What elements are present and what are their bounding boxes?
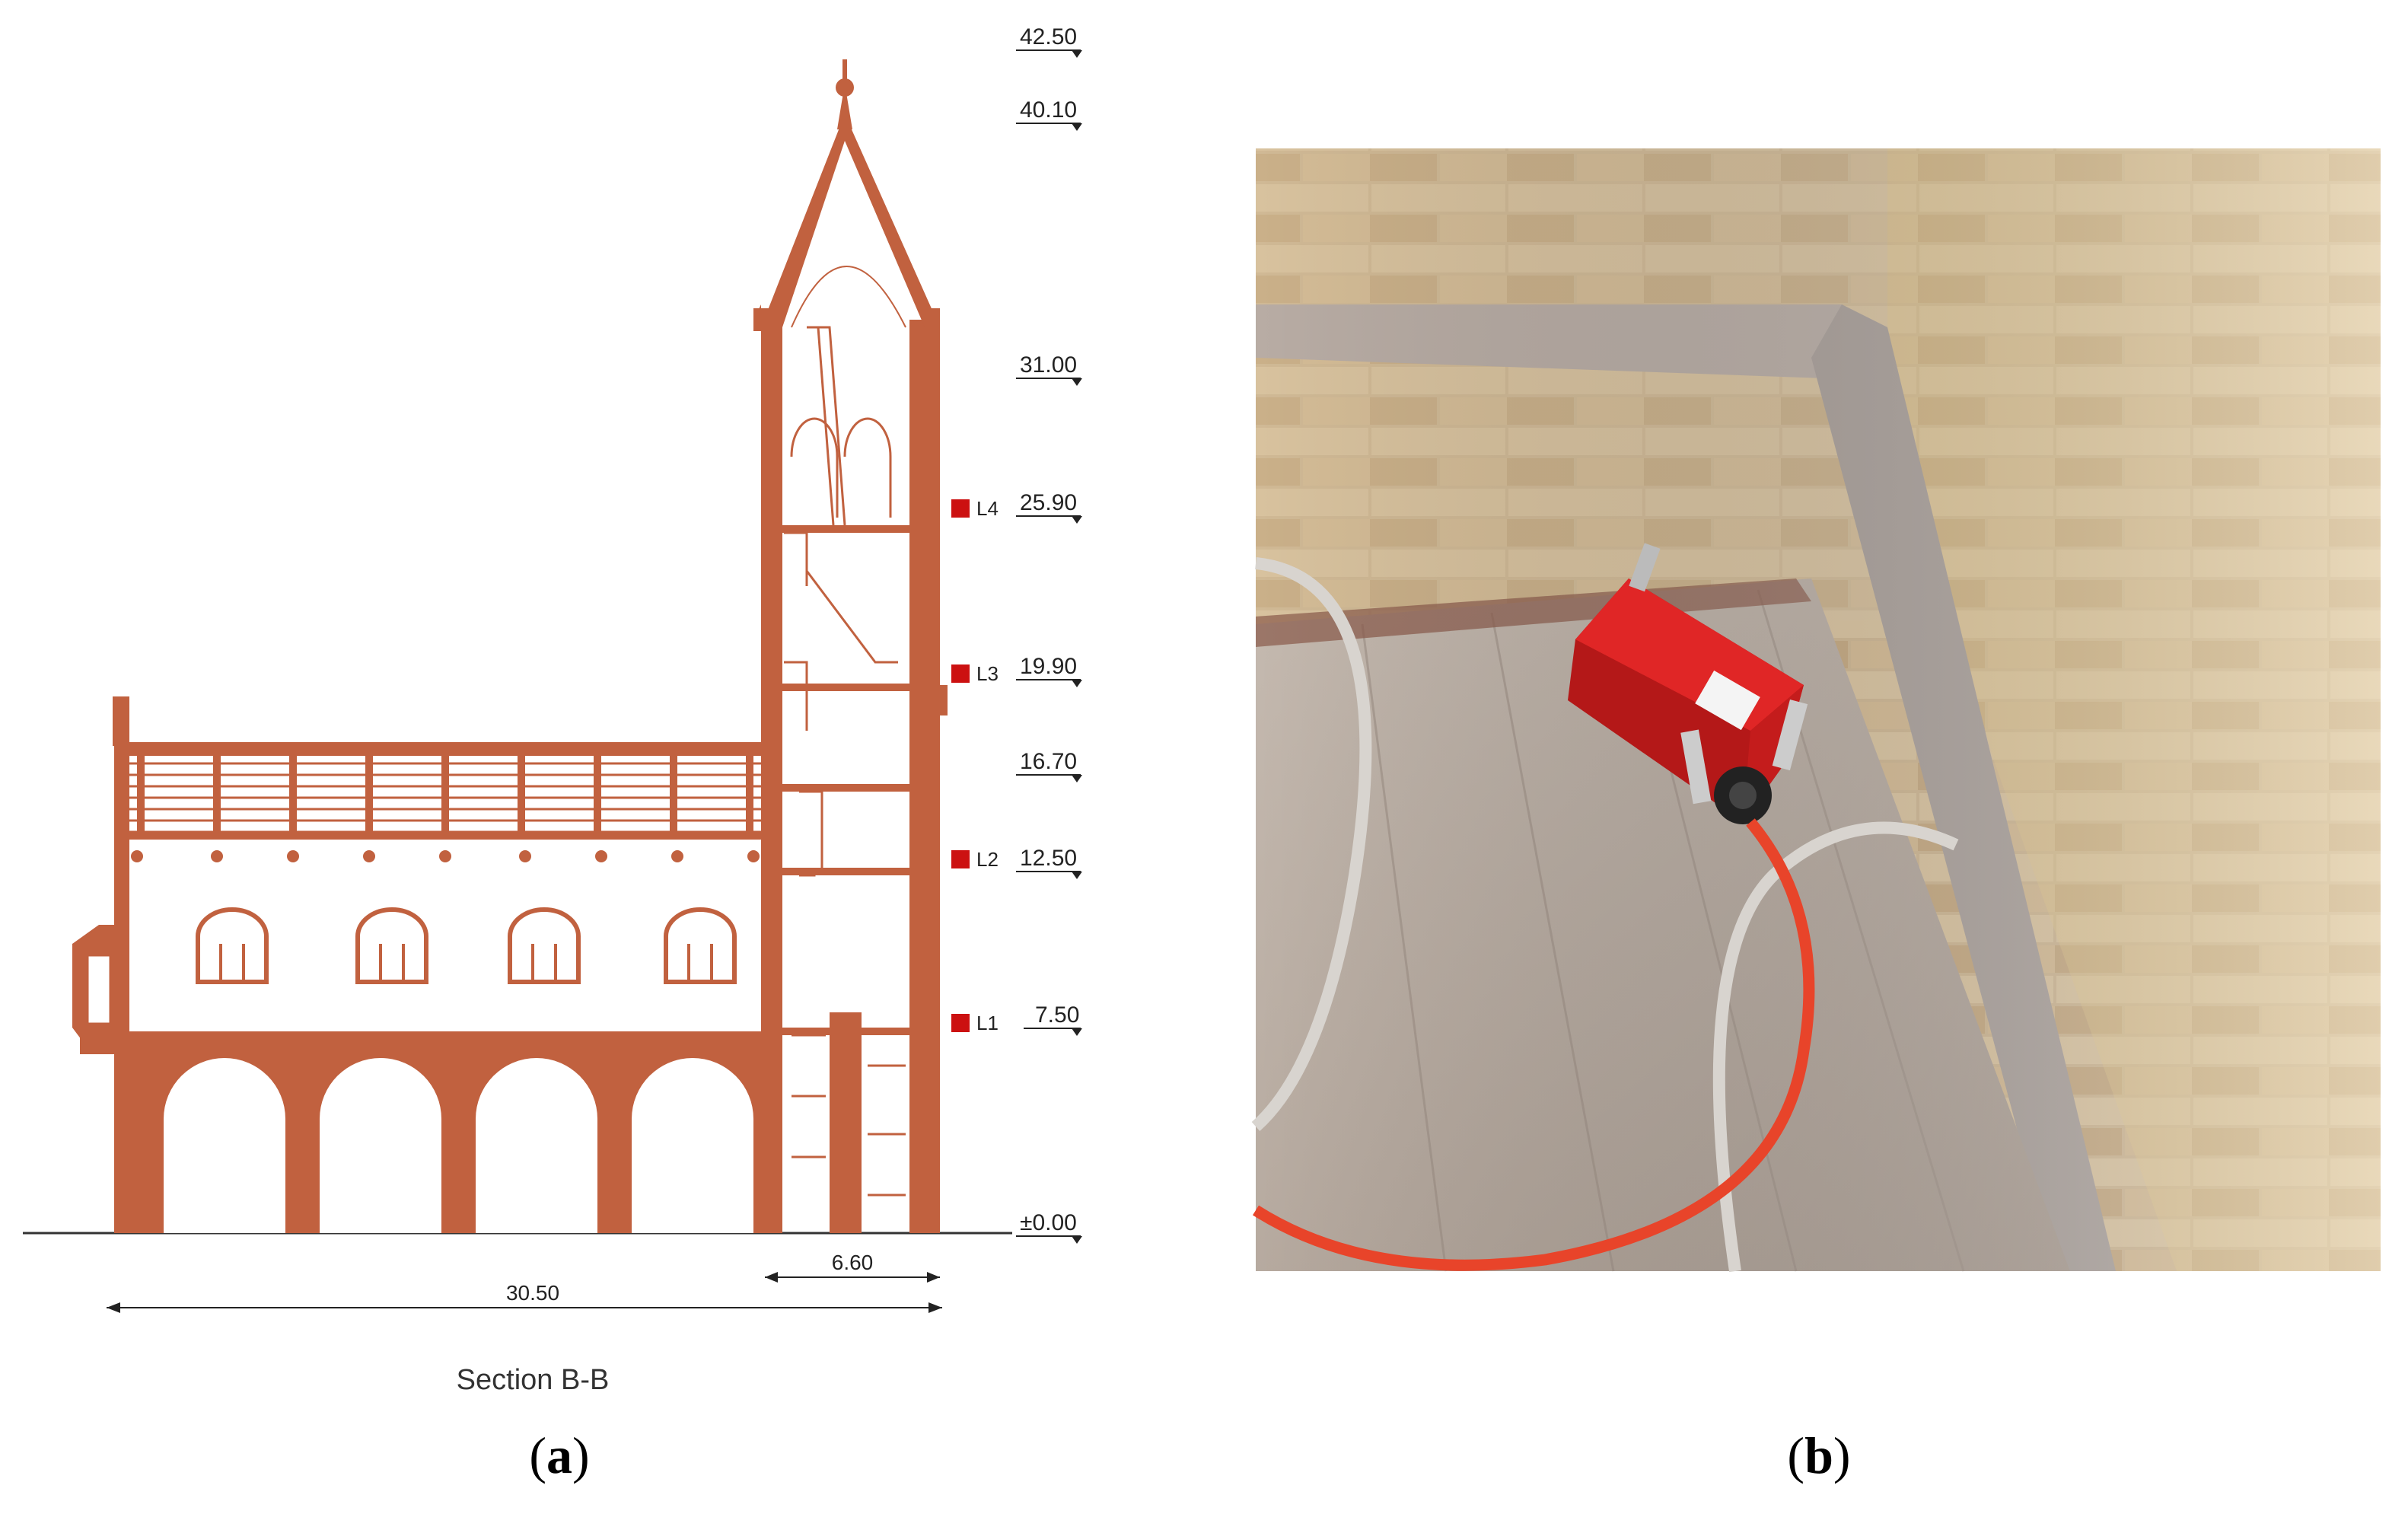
arcade-masonry [80,1031,780,1233]
elevation-mark: 16.70 [1016,749,1082,782]
sensor-level-markers: L4 L3 L2 L1 [951,497,999,1034]
elevation-label: 19.90 [1020,654,1077,679]
elevation-label: 7.50 [1035,1002,1079,1028]
sensor-level-l2-label: L2 [976,848,999,871]
dimension-tower-width: 6.60 [765,1251,940,1283]
elevation-label: ±0.00 [1020,1210,1077,1235]
panel-b-caption: (b) [1787,1426,1850,1484]
elevation-mark: 7.50 [1024,1002,1082,1036]
panel-a-section-drawing [23,59,1012,1235]
sensor-level-l4-label: L4 [976,497,999,520]
sensor-level-l1: L1 [951,1012,999,1034]
elevation-label: 12.50 [1020,846,1077,871]
panel-a-caption: (a) [529,1426,589,1484]
bell-tower [753,59,948,1233]
elevation-mark: 25.90 [1016,490,1082,524]
elevation-mark: 19.90 [1016,654,1082,687]
elevation-mark: 42.50 [1016,24,1082,58]
dimension-total-length: 30.50 [107,1281,942,1313]
sensor-level-l3-label: L3 [976,662,999,685]
sensor-level-l3: L3 [951,662,999,685]
elevation-label: 16.70 [1020,749,1077,774]
red-sensor-cable [1252,818,1815,1271]
elevation-mark: ±0.00 [1016,1210,1082,1244]
elevation-label: 40.10 [1020,97,1077,123]
total-length-label: 30.50 [506,1281,559,1305]
section-title: Section B-B [457,1364,610,1396]
elevation-mark: 12.50 [1016,846,1082,879]
elevation-marks: 42.50 40.10 31.00 25.90 19.90 16.70 12.5… [1016,24,1082,1244]
elevation-label: 42.50 [1020,24,1077,49]
seismometer-sensor [1568,543,1808,824]
elevation-mark: 40.10 [1016,97,1082,131]
sensor-level-l4: L4 [951,497,999,520]
nave-hall [72,696,765,1043]
elevation-label: 31.00 [1020,352,1077,378]
panel-b-photo [1251,148,2381,1273]
tower-width-label: 6.60 [832,1251,874,1274]
grey-cable [1251,557,1372,1131]
elevation-mark: 31.00 [1016,352,1082,386]
elevation-label: 25.90 [1020,490,1077,515]
sensor-level-l2: L2 [951,848,999,871]
sensor-level-l1-label: L1 [976,1012,999,1034]
